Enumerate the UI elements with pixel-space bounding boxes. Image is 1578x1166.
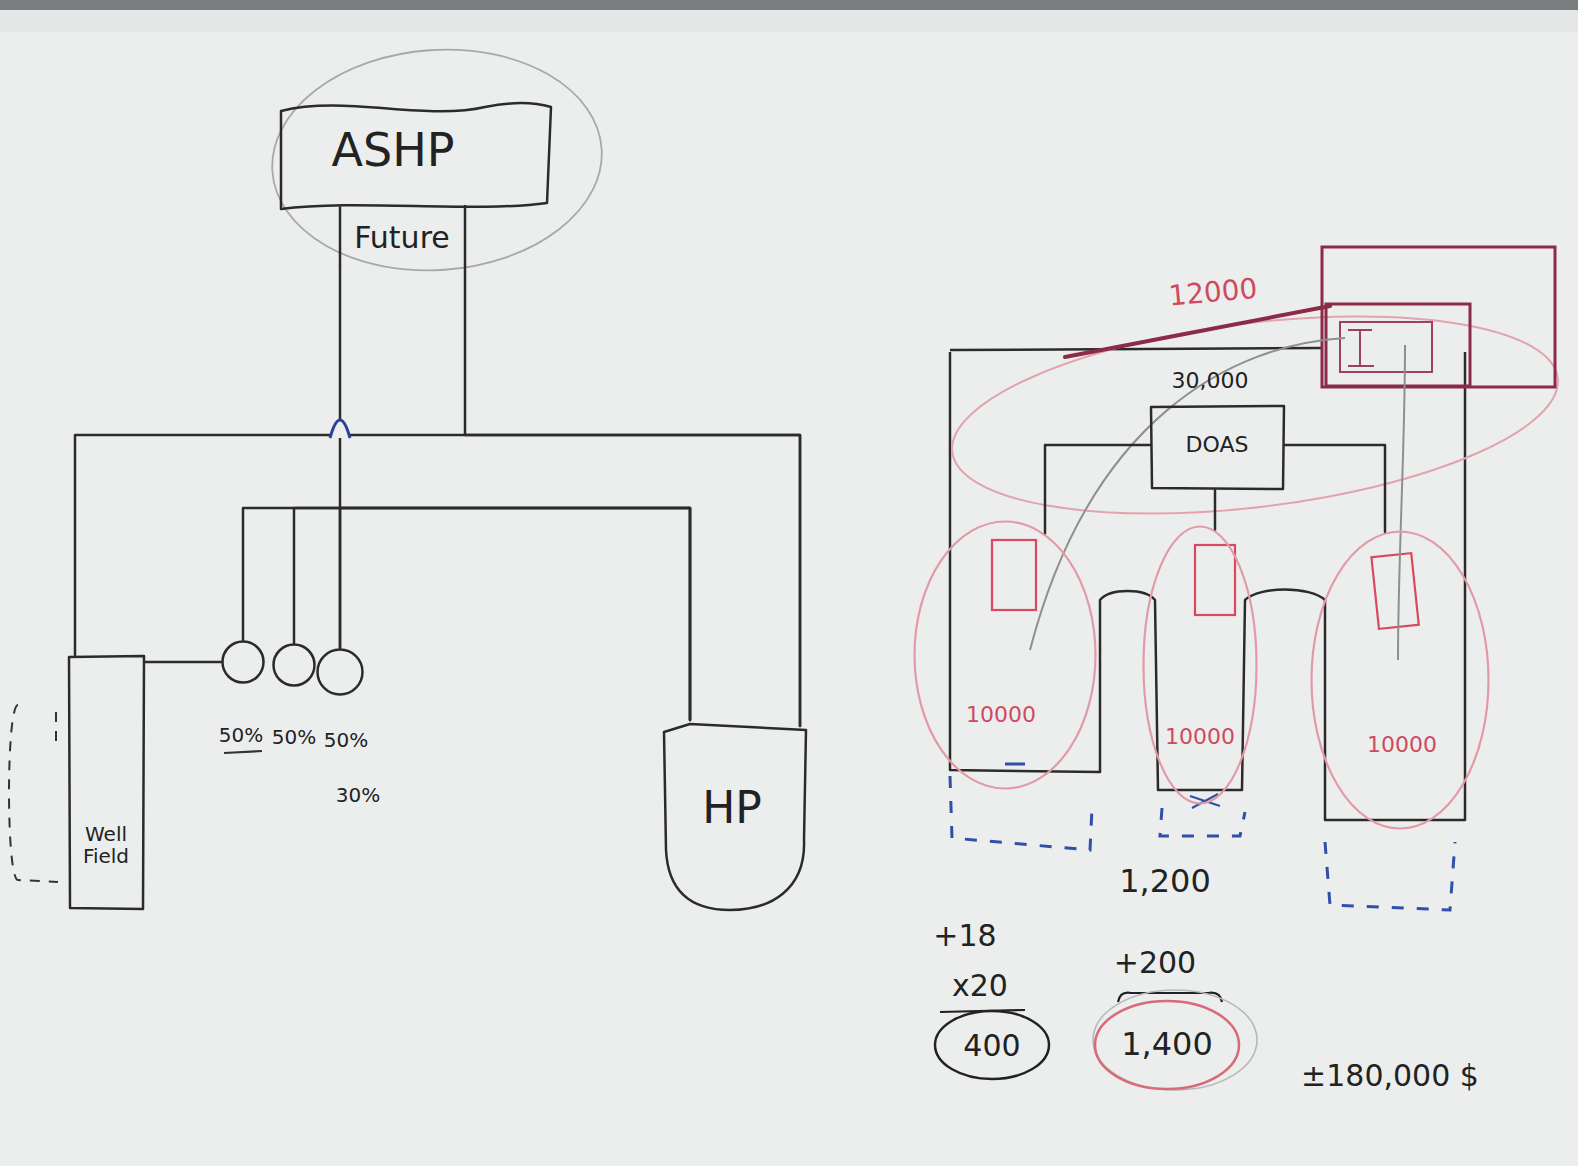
duct-line bbox=[1398, 345, 1405, 660]
zone-ellipse bbox=[1144, 527, 1257, 804]
mark bbox=[1190, 794, 1220, 808]
doas-box bbox=[1151, 406, 1284, 489]
node-text: Future bbox=[354, 221, 450, 254]
pipe-connector bbox=[1214, 490, 1217, 530]
building-outline bbox=[950, 352, 1465, 820]
dashed-bracket bbox=[950, 776, 1092, 850]
zone-ellipse: 10000 bbox=[1142, 525, 1258, 805]
pump-circle: 50%30% bbox=[316, 648, 364, 696]
pipe-connector bbox=[145, 661, 221, 664]
dashed-bracket bbox=[55, 712, 57, 745]
dashed-bracket bbox=[9, 705, 58, 882]
well-field-box bbox=[69, 656, 144, 909]
equipment-symbol bbox=[1348, 330, 1374, 366]
pipe-crossover bbox=[330, 420, 350, 438]
node-text: 30% bbox=[336, 784, 380, 806]
highlight-ellipse bbox=[941, 287, 1569, 544]
node-outline bbox=[316, 648, 364, 696]
zone-ellipse: 10000 bbox=[1310, 530, 1490, 830]
pump-circle bbox=[223, 642, 264, 683]
pipe-connector bbox=[465, 265, 800, 726]
node-outline bbox=[913, 520, 1097, 790]
node-outline bbox=[272, 643, 316, 687]
equipment-box bbox=[1340, 322, 1432, 372]
note-label: ±180,000 $ bbox=[1301, 1059, 1479, 1092]
equipment-box bbox=[1326, 304, 1470, 386]
pipe-connector bbox=[243, 508, 690, 720]
pipe-connector bbox=[75, 435, 800, 726]
note-label: 400 bbox=[963, 1029, 1020, 1062]
circle-mark bbox=[935, 1011, 1049, 1079]
node-outline bbox=[68, 655, 145, 910]
note-label: x20 bbox=[952, 969, 1008, 1002]
doas-box: 30,000DOAS bbox=[1150, 405, 1285, 490]
zone-ellipse: 10000 bbox=[913, 520, 1097, 790]
mark bbox=[1005, 763, 1025, 766]
duct-line bbox=[1030, 338, 1345, 650]
node-text: ASHP bbox=[332, 125, 455, 176]
pipe-connector bbox=[339, 265, 342, 648]
pipe-connector bbox=[294, 508, 690, 720]
pipe-connector bbox=[340, 508, 690, 720]
pump-circle: 50% bbox=[272, 643, 316, 687]
circle-mark bbox=[1095, 1001, 1239, 1089]
heat-pump-box: HP bbox=[660, 720, 810, 912]
unit-symbol bbox=[992, 540, 1036, 610]
node-text: Well Field bbox=[75, 823, 137, 867]
node-outline bbox=[275, 95, 555, 265]
unit-symbol bbox=[1195, 545, 1235, 615]
note-label: +200 bbox=[1114, 946, 1196, 979]
note-label: 1,200 bbox=[1119, 864, 1211, 899]
unit-symbol bbox=[1371, 553, 1418, 629]
note-label: +18 bbox=[933, 919, 996, 952]
heat-pump-box bbox=[664, 724, 806, 910]
node-outline bbox=[660, 720, 810, 912]
equipment-box bbox=[281, 103, 551, 265]
node-text: DOAS bbox=[1186, 433, 1249, 457]
pump-circle bbox=[274, 645, 315, 686]
zone-ellipse bbox=[1312, 532, 1489, 829]
board-frame bbox=[0, 0, 1578, 10]
circle-mark bbox=[1093, 990, 1257, 1090]
dashed-bracket bbox=[1325, 842, 1455, 910]
pipe-connector bbox=[1045, 445, 1150, 533]
equipment-box: ASHP Future bbox=[275, 95, 555, 265]
pump-circle bbox=[318, 650, 363, 695]
node-outline bbox=[221, 640, 265, 684]
board-shadow bbox=[0, 10, 1578, 32]
node-outline bbox=[1310, 530, 1490, 830]
node-outline bbox=[1150, 405, 1285, 490]
pump-circle: 50% bbox=[221, 640, 265, 684]
zone-ellipse bbox=[915, 522, 1096, 789]
pipe-connector bbox=[1285, 445, 1385, 532]
highlight-ellipse bbox=[265, 39, 610, 281]
node-text: 50% bbox=[272, 726, 316, 748]
node-outline bbox=[1142, 525, 1258, 805]
node-text: 10000 bbox=[966, 703, 1036, 727]
building-outline bbox=[950, 348, 1322, 350]
well-field-box: Well Field bbox=[68, 655, 145, 910]
duct-line bbox=[1065, 306, 1330, 357]
node-text: HP bbox=[702, 784, 762, 832]
node-text: 50% bbox=[219, 724, 263, 746]
node-text: 50% bbox=[324, 729, 368, 751]
note-label: 1,400 bbox=[1121, 1027, 1213, 1062]
equipment-box bbox=[1322, 247, 1555, 387]
note-label: 12000 bbox=[1167, 274, 1258, 312]
node-text: 10000 bbox=[1165, 725, 1235, 749]
underline bbox=[224, 751, 262, 753]
dashed-bracket bbox=[1160, 808, 1245, 836]
node-text: 10000 bbox=[1367, 733, 1437, 757]
node-text: 30,000 bbox=[1172, 369, 1249, 393]
